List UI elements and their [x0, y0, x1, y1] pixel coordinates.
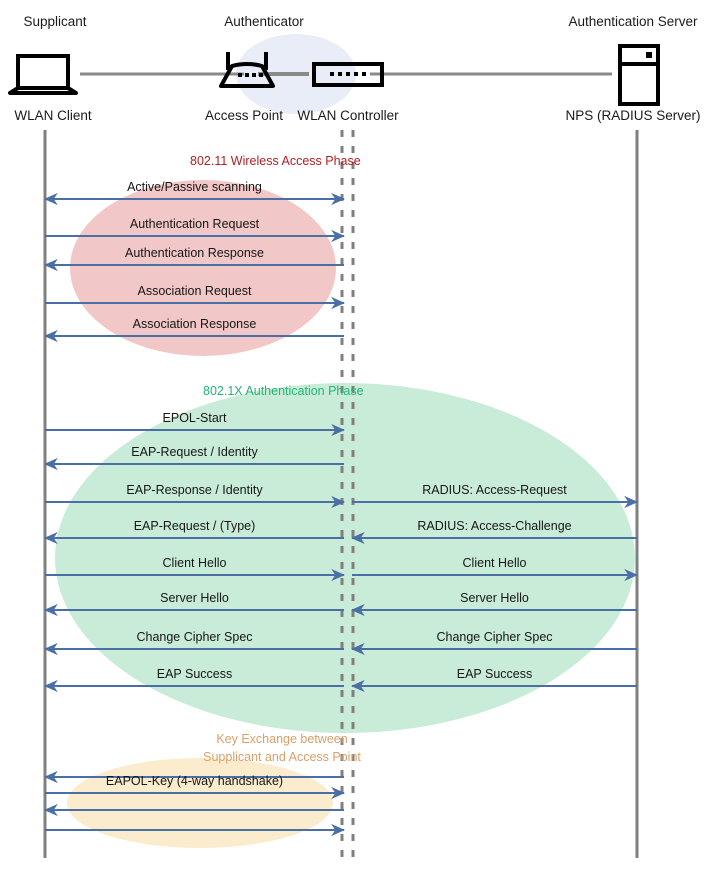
- message-label-left-5: EPOL-Start: [162, 411, 227, 425]
- ellipse-80211: [70, 180, 336, 356]
- lifeline-layer: [43, 130, 639, 858]
- message-label-left-2: Authentication Response: [125, 246, 264, 260]
- message-label-left-12: EAP Success: [156, 667, 233, 681]
- wlan-controller-icon: [312, 62, 384, 87]
- message-arrow-layer: [43, 192, 639, 837]
- message-label-left-8: EAP-Request / (Type): [133, 519, 256, 533]
- message-label-left-10: Server Hello: [160, 591, 229, 605]
- message-label-right-0: RADIUS: Access-Request: [422, 483, 567, 497]
- message-label-left-6: EAP-Request / Identity: [131, 445, 258, 459]
- message-label-right-2: Client Hello: [462, 556, 527, 570]
- message-label-left-1: Authentication Request: [129, 217, 260, 231]
- phase-label-line1: Key Exchange between: [216, 732, 348, 746]
- actor-device-1: Access Point: [204, 108, 284, 123]
- server-icon: [618, 44, 660, 106]
- message-label-right-5: EAP Success: [456, 667, 533, 681]
- message-label-left-3: Association Request: [137, 284, 252, 298]
- ellipse-8021x: [55, 383, 635, 733]
- message-label-left-9: Client Hello: [162, 556, 227, 570]
- phase-label-wireless-access: 802.11 Wireless Access Phase: [190, 154, 361, 168]
- message-label-left-11: Change Cipher Spec: [136, 630, 253, 644]
- topology-layer: [8, 44, 660, 106]
- actor-role-1: Authenticator: [224, 14, 304, 29]
- message-label-left-14: EAPOL-Key (4-way handshake): [105, 774, 284, 788]
- message-label-left-0: Active/Passive scanning: [127, 180, 262, 194]
- message-label-left-7: EAP-Response / Identity: [126, 483, 263, 497]
- access-point-icon: [219, 52, 275, 88]
- actor-device-0: WLAN Client: [14, 108, 92, 123]
- message-label-left-4: Association Response: [132, 317, 257, 331]
- actor-role-3: Authentication Server: [568, 14, 698, 29]
- phase-label-dot1x-auth: 802.1X Authentication Phase: [203, 384, 364, 398]
- message-label-right-4: Change Cipher Spec: [436, 630, 553, 644]
- phase-label-line2: Supplicant and Access Point: [203, 750, 361, 764]
- actor-role-0: Supplicant: [23, 14, 87, 29]
- laptop-icon: [8, 54, 78, 95]
- actor-device-3: NPS (RADIUS Server): [565, 108, 701, 123]
- message-label-right-1: RADIUS: Access-Challenge: [417, 519, 572, 533]
- actor-device-2: WLAN Controller: [297, 108, 399, 123]
- message-label-right-3: Server Hello: [460, 591, 529, 605]
- ellipse-key: [67, 758, 333, 848]
